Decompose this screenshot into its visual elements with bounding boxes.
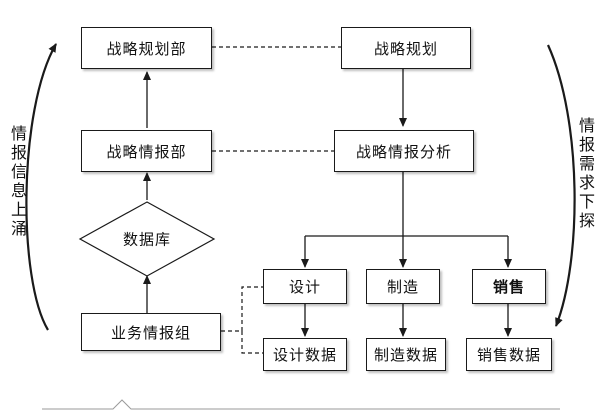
business-intel-group-box: 业务情报组 [81,313,221,351]
strategy-intel-analysis-box: 战略情报分析 [334,130,474,172]
manufacture-box: 制造 [366,269,440,304]
bottom-divider [42,399,560,410]
sales-data-box: 销售数据 [466,338,552,371]
dashed-bracket-lower [241,331,263,354]
design-data-box: 设计数据 [263,338,347,371]
strategy-planning-dept-box: 战略规划部 [81,27,212,69]
left-side-label: 情报信息上涌 [10,124,27,238]
right-curved-arrow [546,44,576,327]
sales-box: 销售 [472,269,546,304]
design-box: 设计 [263,269,347,304]
strategy-intel-dept-box: 战略情报部 [81,130,212,172]
dashed-bracket [221,286,263,332]
strategy-planning-box: 战略规划 [341,27,471,69]
left-curved-arrow [25,43,57,331]
database-diamond [78,201,216,277]
manufacture-data-box: 制造数据 [366,338,446,371]
database-label: 数据库 [122,230,172,249]
right-side-label: 情报需求下探 [578,116,595,230]
